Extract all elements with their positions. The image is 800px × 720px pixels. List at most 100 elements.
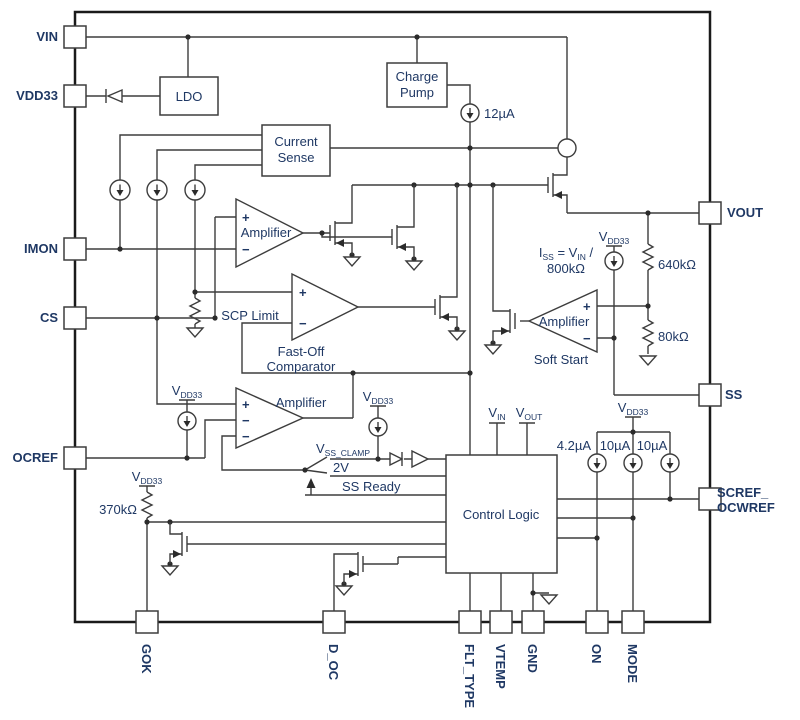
diode-icon bbox=[105, 88, 404, 467]
vout-tap-label: VOUT bbox=[516, 405, 543, 422]
fast-off-comparator: + − SCP Limit Fast-Off Comparator bbox=[221, 272, 360, 374]
pin-label-vtemp: VTEMP bbox=[493, 644, 508, 689]
current-10ua: 10µA bbox=[637, 438, 668, 453]
svg-text:−: − bbox=[242, 242, 250, 257]
vdd33-label: VDD33 bbox=[172, 383, 203, 400]
svg-text:Amplifier: Amplifier bbox=[539, 314, 590, 329]
svg-text:+: + bbox=[242, 397, 250, 412]
ldo-label: LDO bbox=[176, 89, 203, 104]
soft-start-label: Soft Start bbox=[534, 352, 589, 367]
sense-amplifier: + − Amplifier bbox=[235, 197, 305, 269]
pin-imon bbox=[63, 237, 87, 261]
pin-label-flt-type: FLT_TYPE bbox=[462, 644, 477, 708]
nmos-icon bbox=[333, 552, 364, 611]
pin-label-vdd33: VDD33 bbox=[16, 88, 58, 103]
current-source-icon bbox=[109, 103, 680, 473]
resistor-80k: 80kΩ bbox=[658, 329, 689, 344]
ocref-amplifier: + − − Amplifier bbox=[235, 386, 327, 450]
svg-text:+: + bbox=[299, 285, 307, 300]
svg-text:Sense: Sense bbox=[278, 150, 315, 165]
ground-icon bbox=[160, 256, 658, 606]
svg-text:Current: Current bbox=[274, 134, 318, 149]
sense-tap-circle bbox=[557, 138, 577, 158]
net-2v: 2V bbox=[333, 460, 349, 475]
pin-scref-ocwref bbox=[698, 487, 722, 511]
svg-text:Control Logic: Control Logic bbox=[463, 507, 540, 522]
nmos-icon bbox=[329, 185, 353, 255]
net-ss-ready: SS Ready bbox=[342, 479, 401, 494]
svg-text:−: − bbox=[242, 413, 250, 428]
vin-tap-label: VIN bbox=[488, 405, 505, 422]
pin-label-on: ON bbox=[589, 644, 604, 664]
nmos-icon bbox=[492, 185, 516, 343]
pin-on bbox=[585, 610, 609, 634]
nmos-icon bbox=[434, 185, 458, 329]
soft-start-amplifier: + − Amplifier Soft Start bbox=[527, 288, 598, 367]
vdd33-label: VDD33 bbox=[132, 469, 163, 486]
nmos-icon bbox=[391, 185, 415, 259]
pin-vin bbox=[63, 25, 87, 49]
pin-label-ss: SS bbox=[725, 387, 743, 402]
pin-label-ocref: OCREF bbox=[13, 450, 59, 465]
buffer-icon bbox=[411, 449, 430, 469]
svg-text:−: − bbox=[242, 429, 250, 444]
svg-text:+: + bbox=[242, 210, 250, 225]
current-4p2ua: 4.2µA bbox=[557, 438, 592, 453]
svg-text:Charge: Charge bbox=[396, 69, 439, 84]
nmos-icon bbox=[169, 522, 188, 564]
control-logic-block: Control Logic bbox=[445, 454, 558, 574]
vdd33-label: VDD33 bbox=[363, 389, 394, 406]
current-sense-block: Current Sense bbox=[261, 124, 331, 177]
pin-label-gok: GOK bbox=[139, 644, 154, 674]
current-10ua: 10µA bbox=[600, 438, 631, 453]
charge-pump-block: Charge Pump bbox=[386, 62, 448, 108]
iss-equation-line2: 800kΩ bbox=[547, 261, 585, 276]
pin-mode bbox=[621, 610, 645, 634]
pin-gok bbox=[135, 610, 159, 634]
pin-label-cs: CS bbox=[40, 310, 58, 325]
svg-text:Comparator: Comparator bbox=[267, 359, 336, 374]
pin-label-scref: SCREF_ bbox=[717, 485, 769, 500]
ldo-block: LDO bbox=[159, 76, 219, 116]
ss-ready-arrow-icon bbox=[306, 478, 316, 488]
net-vss-clamp: VSS_CLAMP bbox=[316, 441, 370, 458]
vdd33-label: VDD33 bbox=[599, 229, 630, 246]
resistor-icon bbox=[140, 243, 655, 519]
pin-labels: VIN VDD33 IMON CS OCREF VOUT SS SCREF_ O… bbox=[13, 29, 775, 708]
svg-text:Fast-Off: Fast-Off bbox=[278, 344, 325, 359]
pin-label-vin: VIN bbox=[36, 29, 58, 44]
resistor-370k: 370kΩ bbox=[99, 502, 137, 517]
resistor-640k: 640kΩ bbox=[658, 257, 696, 272]
pin-vdd33 bbox=[63, 84, 87, 108]
pin-label-d-oc: D_OC bbox=[326, 644, 341, 681]
pin-d-oc bbox=[322, 610, 346, 634]
svg-text:Amplifier: Amplifier bbox=[241, 225, 292, 240]
pin-label-gnd: GND bbox=[525, 644, 540, 673]
svg-text:Pump: Pump bbox=[400, 85, 434, 100]
wires bbox=[86, 36, 699, 611]
svg-text:+: + bbox=[583, 299, 591, 314]
current-12ua: 12µA bbox=[484, 106, 515, 121]
pins bbox=[63, 25, 722, 634]
vdd33-label: VDD33 bbox=[618, 400, 649, 417]
pin-vtemp bbox=[489, 610, 513, 634]
junction-dots bbox=[117, 34, 673, 596]
scp-limit-label: SCP Limit bbox=[221, 308, 279, 323]
svg-text:Amplifier: Amplifier bbox=[276, 395, 327, 410]
svg-text:−: − bbox=[299, 316, 307, 331]
iss-equation-line1: ISS = VIN / bbox=[539, 245, 594, 262]
pin-vout bbox=[698, 201, 722, 225]
svg-text:−: − bbox=[583, 331, 591, 346]
pin-label-imon: IMON bbox=[24, 241, 58, 256]
pin-cs bbox=[63, 306, 87, 330]
pin-gnd bbox=[521, 610, 545, 634]
pass-nmos-icon bbox=[547, 138, 577, 213]
pin-ocref bbox=[63, 446, 87, 470]
pin-label-vout: VOUT bbox=[727, 205, 763, 220]
value-labels: 12µA 640kΩ 80kΩ 370kΩ 4.2µA 10µA 10µA 2V… bbox=[99, 106, 696, 517]
pin-flt-type bbox=[458, 610, 482, 634]
pin-label-mode: MODE bbox=[625, 644, 640, 683]
pin-ss bbox=[698, 383, 722, 407]
